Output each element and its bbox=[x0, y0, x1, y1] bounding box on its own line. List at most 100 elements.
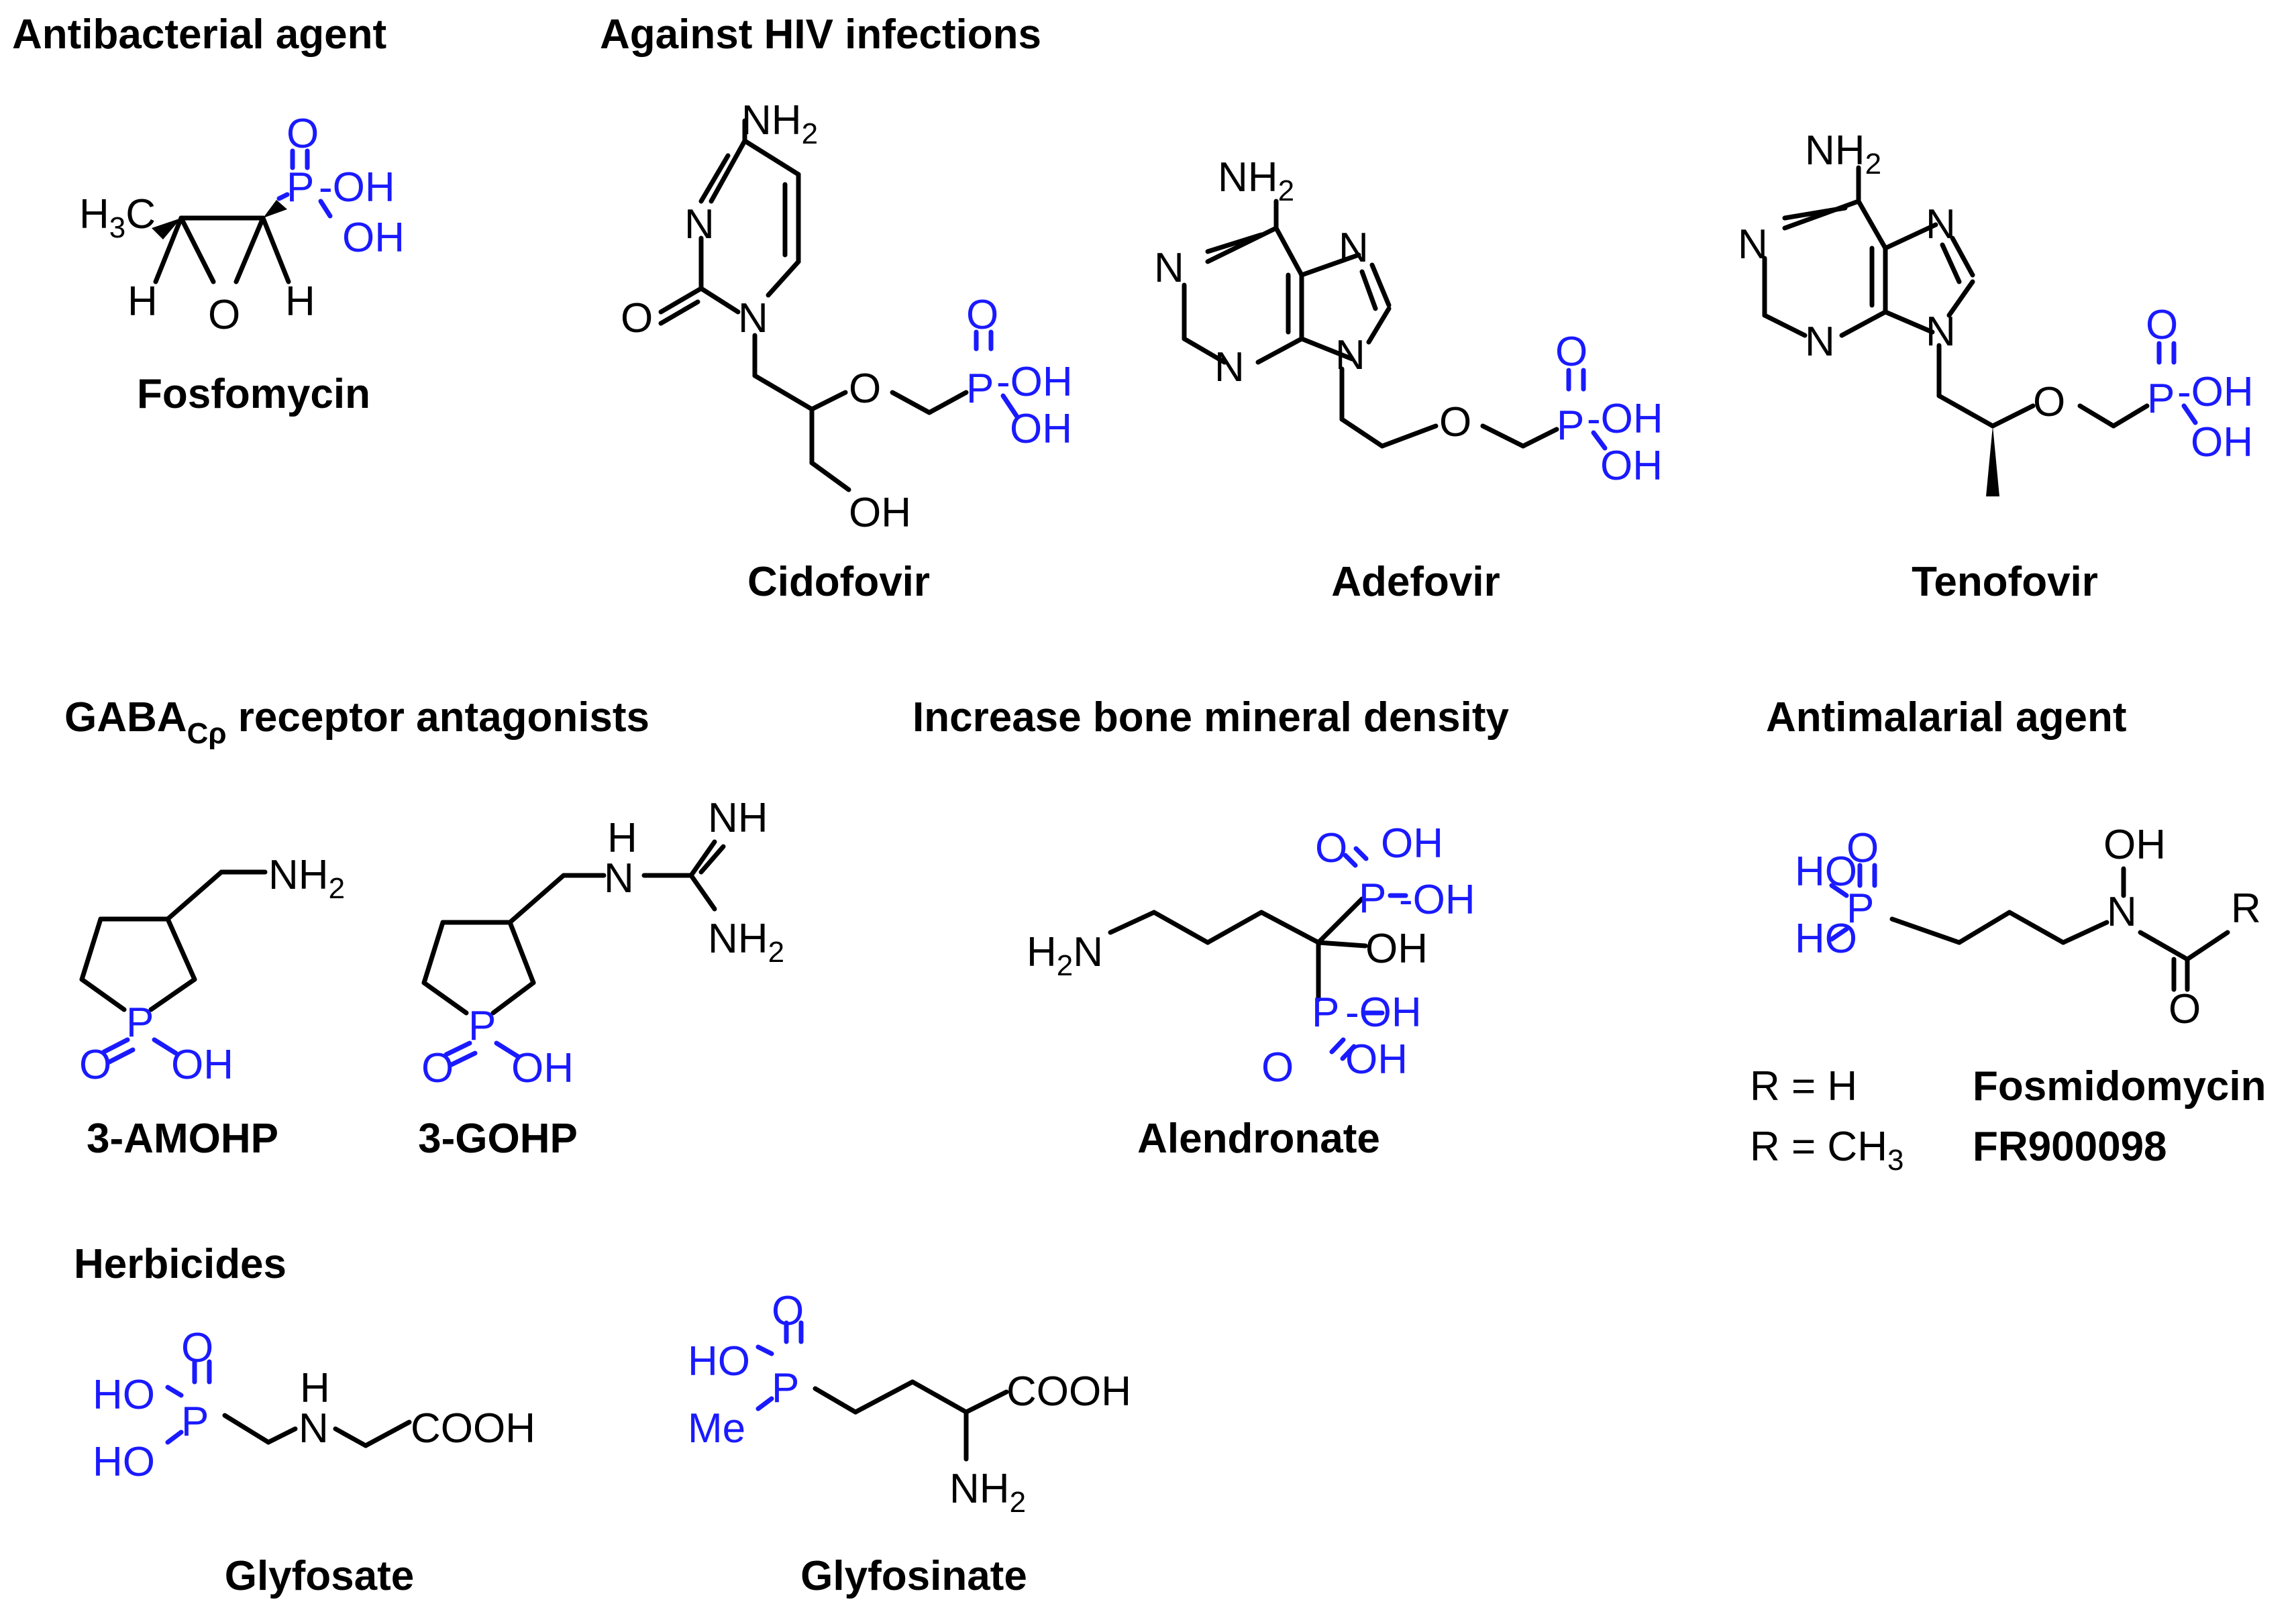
svg-text:COOH: COOH bbox=[1006, 1368, 1131, 1415]
structure-3-amohp: NH2 P O OH 3-AMOHP bbox=[79, 852, 345, 1162]
svg-text:O: O bbox=[849, 366, 881, 412]
svg-text:O: O bbox=[79, 1042, 111, 1088]
label-3-gohp: 3-GOHP bbox=[418, 1116, 578, 1162]
svg-text:O: O bbox=[2033, 379, 2065, 425]
svg-text:-OH: -OH bbox=[319, 164, 395, 211]
svg-text:NH2: NH2 bbox=[1805, 127, 1881, 180]
svg-text:P: P bbox=[772, 1365, 799, 1411]
label-r-ch3: R = CH3 bbox=[1750, 1124, 1903, 1177]
svg-text:O: O bbox=[421, 1045, 454, 1091]
structure-adefovir: NH2 N N N N O P O -OH OH Adefovir bbox=[1154, 154, 1663, 605]
svg-text:P: P bbox=[126, 1000, 154, 1046]
svg-text:H2N: H2N bbox=[1027, 929, 1103, 982]
label-fosfomycin: Fosfomycin bbox=[137, 371, 370, 417]
svg-text:N: N bbox=[1926, 309, 1956, 355]
svg-text:N: N bbox=[1335, 332, 1365, 378]
svg-text:N: N bbox=[299, 1405, 329, 1452]
heading-bone: Increase bone mineral density bbox=[912, 694, 1510, 741]
svg-text:P: P bbox=[1557, 402, 1584, 449]
svg-text:O: O bbox=[208, 292, 240, 338]
svg-text:O: O bbox=[2146, 302, 2178, 348]
svg-text:-OH: -OH bbox=[1587, 396, 1663, 442]
svg-text:OH: OH bbox=[1010, 406, 1072, 452]
svg-text:NH: NH bbox=[708, 795, 768, 841]
svg-text:-OH: -OH bbox=[1345, 989, 1422, 1036]
svg-text:OH: OH bbox=[342, 215, 405, 261]
heading-gaba: GABACρ receptor antagonists bbox=[64, 694, 649, 750]
svg-text:R: R bbox=[2231, 885, 2261, 932]
svg-text:O: O bbox=[181, 1325, 213, 1371]
structure-3-gohp: H N NH NH2 P O OH 3-GOHP bbox=[418, 795, 784, 1162]
label-glyfosate: Glyfosate bbox=[225, 1553, 415, 1599]
label-r-ch3-main: R = CH bbox=[1750, 1124, 1887, 1170]
svg-text:N: N bbox=[1154, 245, 1184, 291]
svg-text:O: O bbox=[966, 292, 998, 338]
svg-text:O: O bbox=[286, 111, 319, 157]
svg-text:NH2: NH2 bbox=[1218, 154, 1294, 207]
svg-text:OH: OH bbox=[2191, 419, 2253, 466]
structure-glyfosate: HO HO P O H N COOH Glyfosate bbox=[93, 1325, 535, 1599]
svg-text:O: O bbox=[772, 1288, 804, 1334]
svg-text:HO: HO bbox=[93, 1439, 155, 1485]
heading-gaba-main: GABA bbox=[64, 694, 187, 741]
svg-text:P: P bbox=[181, 1399, 209, 1445]
structure-glyfosinate: HO Me P O COOH NH2 Glyfosinate bbox=[688, 1288, 1131, 1599]
svg-text:COOH: COOH bbox=[411, 1405, 535, 1452]
svg-text:HO: HO bbox=[688, 1338, 750, 1385]
svg-text:N: N bbox=[1339, 225, 1369, 271]
svg-text:-OH: -OH bbox=[996, 359, 1073, 405]
svg-text:N: N bbox=[684, 201, 715, 248]
label-fosmidomycin: Fosmidomycin bbox=[1973, 1063, 2266, 1110]
svg-text:OH: OH bbox=[1365, 926, 1428, 972]
svg-text:N: N bbox=[1738, 221, 1768, 268]
svg-text:N: N bbox=[2107, 889, 2137, 935]
svg-text:OH: OH bbox=[1381, 820, 1443, 867]
label-3-amohp: 3-AMOHP bbox=[87, 1116, 278, 1162]
svg-text:O: O bbox=[1315, 825, 1347, 871]
heading-antimalarial: Antimalarial agent bbox=[1766, 694, 2126, 741]
svg-text:HO: HO bbox=[1795, 849, 1857, 895]
svg-text:O: O bbox=[1439, 399, 1471, 445]
heading-antibacterial: Antibacterial agent bbox=[12, 11, 386, 58]
svg-text:H: H bbox=[127, 278, 158, 325]
svg-text:N: N bbox=[1214, 344, 1245, 390]
svg-text:P: P bbox=[1359, 875, 1386, 922]
svg-text:P: P bbox=[468, 1003, 496, 1049]
structure-alendronate: H2N OH P O OH -OH P O -OH OH Alendronate bbox=[1027, 820, 1475, 1162]
svg-text:Me: Me bbox=[688, 1405, 745, 1452]
label-adefovir: Adefovir bbox=[1331, 559, 1500, 605]
svg-text:OH: OH bbox=[171, 1042, 233, 1088]
svg-text:P: P bbox=[1312, 989, 1339, 1036]
structure-cidofovir: NH2 N O N O OH P O -OH OH Cidofovir bbox=[621, 97, 1073, 605]
svg-text:P: P bbox=[1846, 885, 1874, 932]
svg-text:NH2: NH2 bbox=[949, 1466, 1026, 1519]
svg-text:H: H bbox=[300, 1365, 330, 1411]
svg-text:O: O bbox=[1261, 1044, 1294, 1091]
svg-text:NH2: NH2 bbox=[708, 916, 784, 969]
svg-text:HO: HO bbox=[1795, 916, 1857, 962]
heading-gaba-rest: receptor antagonists bbox=[227, 694, 649, 741]
structure-tenofovir: NH2 N N N N O P O -OH OH Tenofovir bbox=[1738, 127, 2254, 605]
svg-text:NH2: NH2 bbox=[268, 852, 345, 905]
label-r-h: R = H bbox=[1750, 1063, 1857, 1110]
label-fr900098: FR900098 bbox=[1973, 1124, 2167, 1170]
heading-gaba-sub: Cρ bbox=[187, 717, 227, 750]
svg-text:P: P bbox=[286, 164, 314, 211]
structure-fosmidomycin: HO HO P O OH N R O R = H R = CH3 Fosmido… bbox=[1750, 822, 2266, 1177]
svg-text:O: O bbox=[1846, 825, 1879, 871]
svg-text:-OH: -OH bbox=[1399, 877, 1475, 923]
svg-text:P: P bbox=[2147, 376, 2175, 422]
svg-text:O: O bbox=[621, 295, 653, 341]
svg-text:OH: OH bbox=[2103, 822, 2166, 868]
svg-text:OH: OH bbox=[1600, 443, 1663, 489]
label-r-ch3-sub: 3 bbox=[1887, 1144, 1903, 1177]
svg-text:OH: OH bbox=[511, 1045, 574, 1091]
svg-text:NH2: NH2 bbox=[741, 97, 818, 150]
heading-hiv: Against HIV infections bbox=[600, 11, 1041, 58]
label-alendronate: Alendronate bbox=[1137, 1116, 1380, 1162]
svg-text:O: O bbox=[1555, 329, 1587, 375]
svg-text:N: N bbox=[1926, 201, 1956, 248]
svg-text:OH: OH bbox=[1345, 1036, 1408, 1083]
svg-text:OH: OH bbox=[849, 490, 911, 536]
